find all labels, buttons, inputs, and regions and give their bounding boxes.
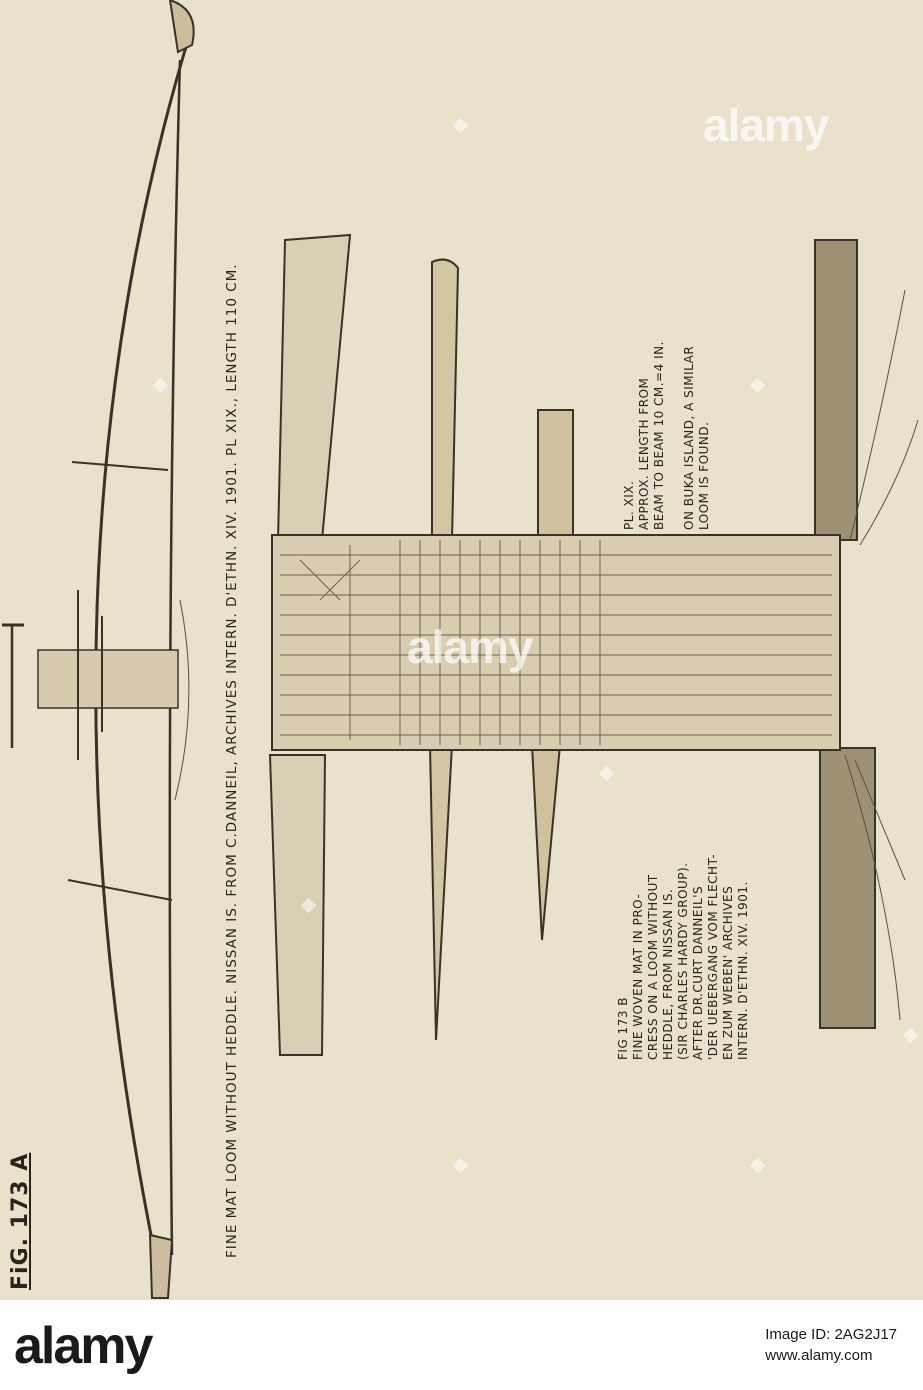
mat-weave [280,540,832,745]
site-link[interactable]: www.alamy.com [765,1347,873,1364]
watermark-text: alamy [703,99,829,151]
loom-drawing [2,0,919,1299]
fig-173b-line: HEDDLE, FROM NISSAN IS. [661,888,675,1060]
fig-173b-line: (SIR CHARLES HARDY GROUP). [676,862,690,1060]
fig-173b-line: 'DER UEBERGANG VOM FLECHT- [706,853,720,1060]
plate-note-line: ON BUKA ISLAND, A SIMILAR [682,345,696,530]
watermark-text: alamy [407,621,533,673]
plate-note-line [667,341,682,530]
fig-173a-label: FiG. 173 A [8,1152,33,1290]
fig-173b-line: FIG 173 B [616,996,630,1060]
alamy-logo[interactable]: alamy [14,1317,153,1375]
fig-173a-bow-loom [2,0,195,1299]
image-id-label: Image ID: 2AG2J17 [765,1326,897,1343]
image-id-block: Image ID: 2AG2J17 www.alamy.com [765,1324,897,1366]
fig-173b-line: EN ZUM WEBEN' ARCHIVES [721,885,735,1060]
fig-173b-line: AFTER DR.CURT DANNEIL'S [691,885,705,1060]
plate-note-line: BEAM TO BEAM 10 CM.=4 IN. [652,341,666,530]
footer-bar: alamy Image ID: 2AG2J17 www.alamy.com [0,1300,923,1390]
illustration-plate: FiG. 173 A FINE MAT LOOM WITHOUT HEDDLE.… [0,0,923,1300]
plate-note-line: APPROX. LENGTH FROM [637,377,651,530]
plate-note: PL. XIX. APPROX. LENGTH FROM BEAM TO BEA… [622,341,712,530]
fig-173b-loom [268,233,876,1056]
fig-173b-line: FINE WOVEN MAT IN PRO- [631,893,645,1060]
loose-threads [174,289,919,1021]
plate-note-line: PL. XIX. [622,480,636,530]
fig-173b-line: INTERN. D'ETHN. XIV. 1901. [736,881,750,1060]
fig-173b-line: CRESS ON A LOOM WITHOUT [646,874,660,1060]
fig-173a-caption: FINE MAT LOOM WITHOUT HEDDLE. NISSAN IS.… [224,263,240,1258]
plate-note-line: LOOM IS FOUND. [697,421,711,530]
fig-173b-caption: FIG 173 B FINE WOVEN MAT IN PRO- CRESS O… [616,854,751,1060]
